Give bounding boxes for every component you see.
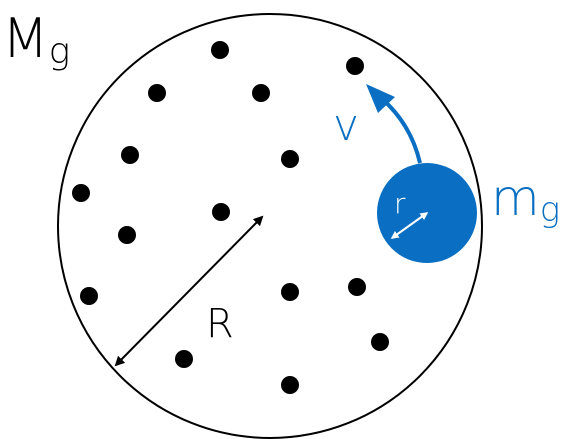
velocity-label: v bbox=[333, 100, 359, 151]
particle bbox=[281, 283, 299, 301]
particle bbox=[212, 203, 230, 221]
particle bbox=[72, 184, 90, 202]
particle bbox=[148, 84, 166, 102]
particle bbox=[348, 278, 366, 296]
small-radius-label: r bbox=[394, 187, 406, 220]
big-mass-label-sub: g bbox=[49, 31, 71, 72]
particle bbox=[80, 287, 98, 305]
particle bbox=[175, 350, 193, 368]
small-mass-label: mg bbox=[491, 169, 560, 230]
particle bbox=[371, 333, 389, 351]
particle bbox=[281, 150, 299, 168]
big-mass-label-main: M bbox=[2, 7, 49, 70]
velocity-arrowhead bbox=[366, 84, 395, 113]
particle bbox=[121, 146, 139, 164]
big-radius-arrow bbox=[114, 215, 264, 367]
small-mass-label-main: m bbox=[491, 169, 540, 227]
small-mass-label-sub: g bbox=[540, 190, 560, 230]
particle bbox=[281, 376, 299, 394]
particle bbox=[346, 57, 364, 75]
big-mass-label: Mg bbox=[2, 7, 70, 72]
particle bbox=[118, 226, 136, 244]
particle bbox=[211, 41, 229, 59]
small-radius-arrow bbox=[390, 212, 429, 239]
particle bbox=[252, 84, 270, 102]
big-mass-circle bbox=[57, 13, 483, 439]
big-radius-label: R bbox=[206, 301, 234, 347]
